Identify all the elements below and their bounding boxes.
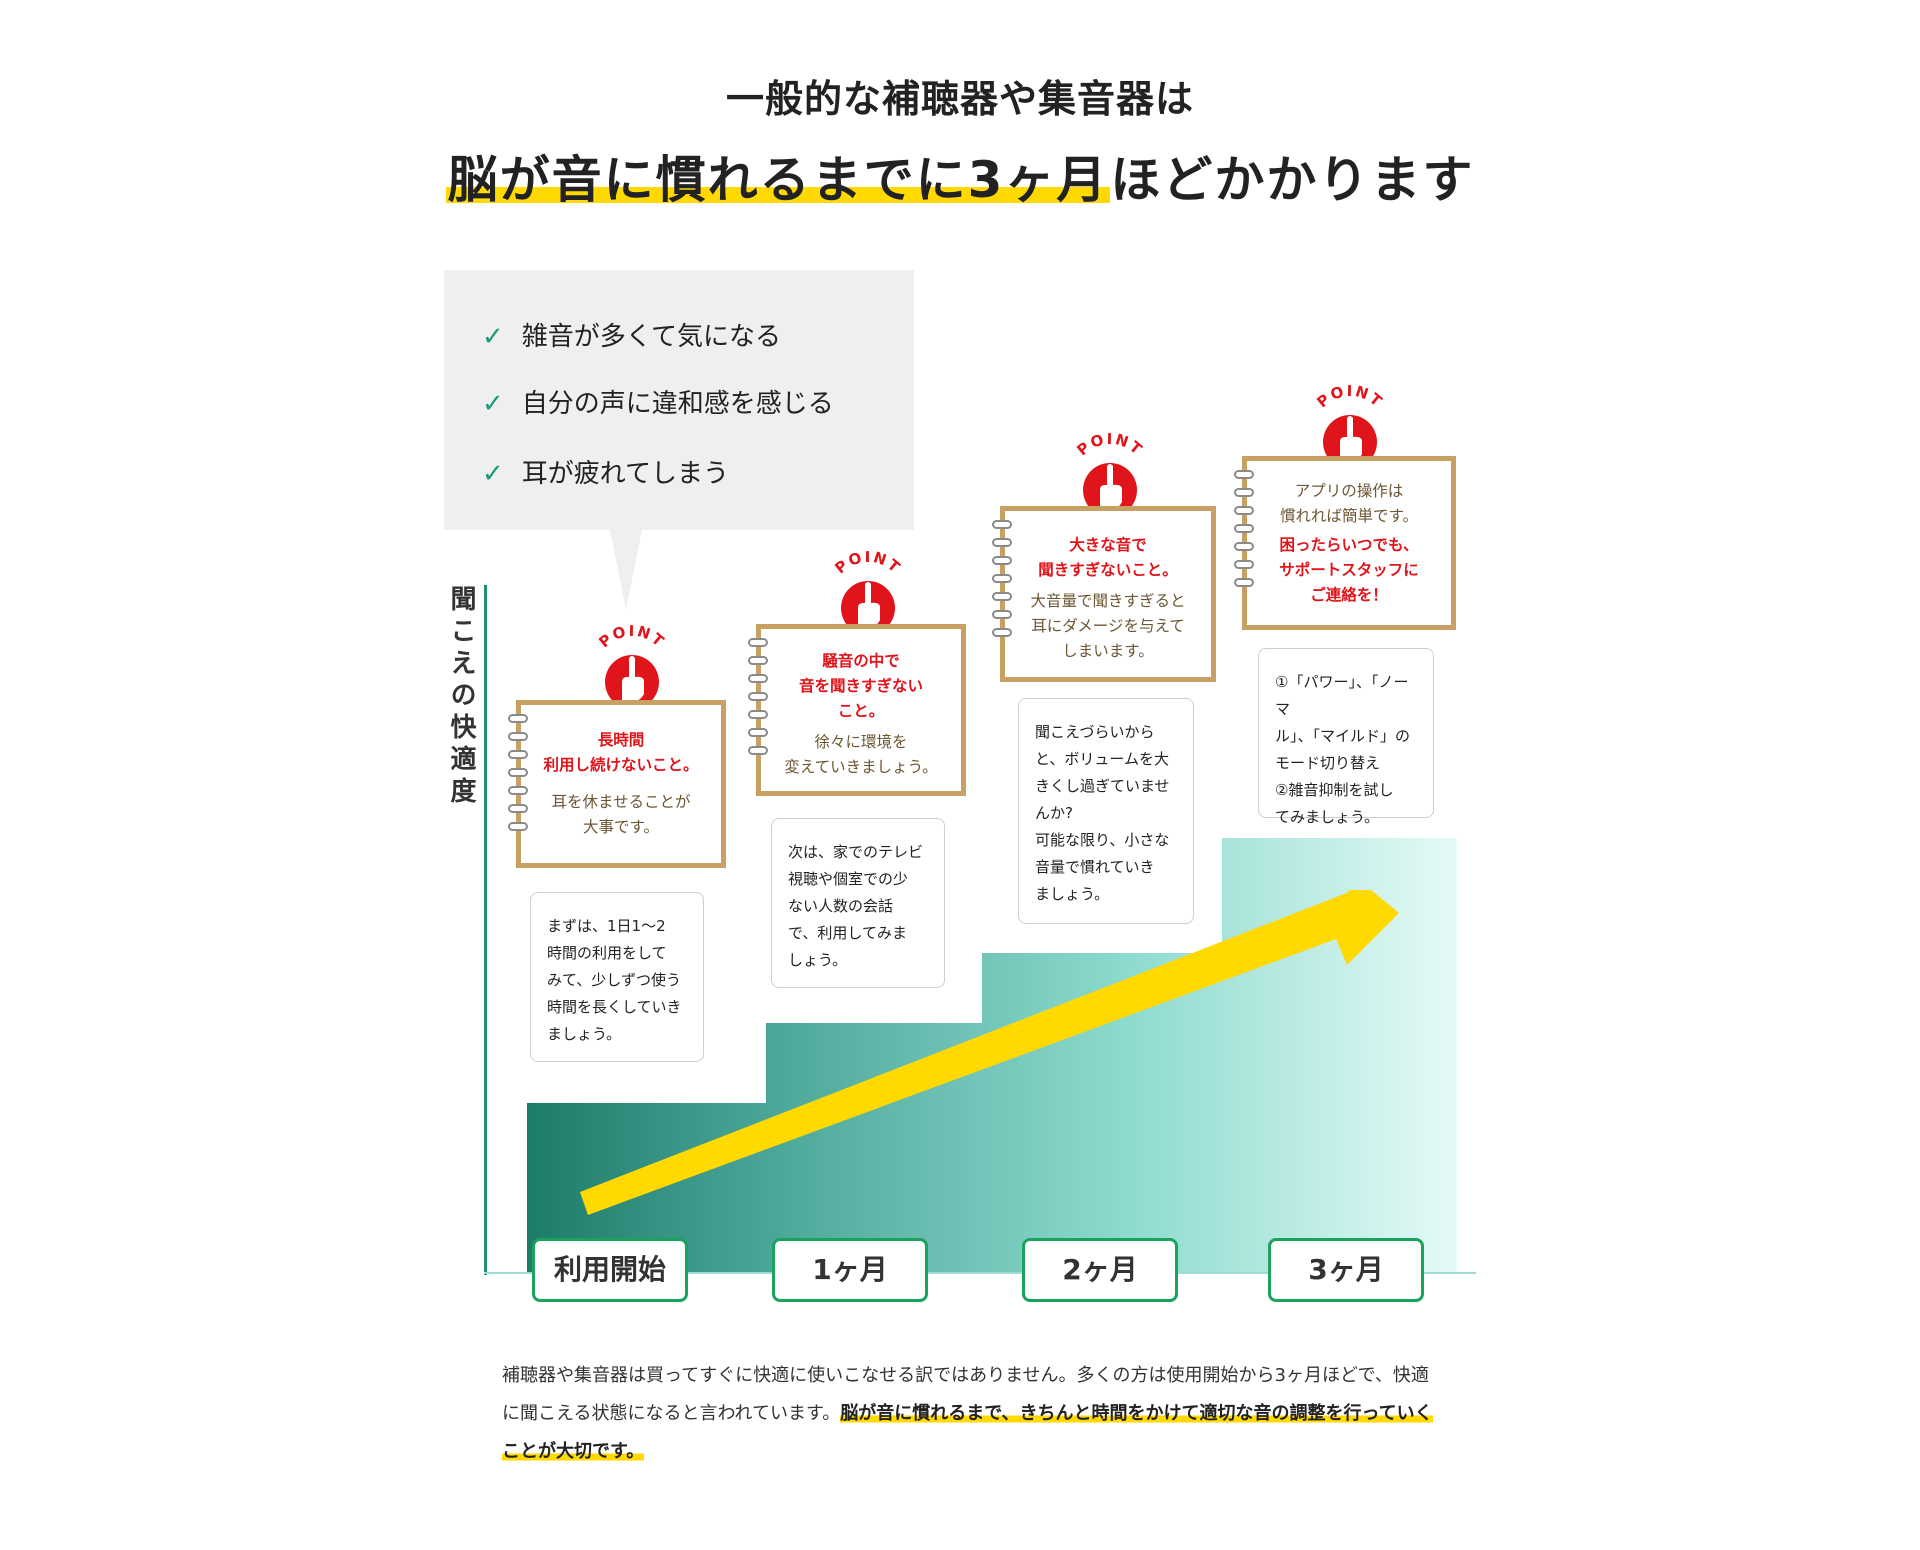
progress-arrow	[580, 890, 1399, 1215]
note-rings	[748, 638, 770, 764]
svg-text:POINT: POINT	[831, 548, 904, 577]
point-note-1: 長時間 利用し続けないこと。 耳を休ませることが 大事です。	[516, 700, 726, 868]
symptom-item: ✓耳が疲れてしまう	[482, 459, 730, 489]
heading-line1: 一般的な補聴器や集音器は	[725, 77, 1194, 121]
month-label-2: 2ヶ月	[1022, 1238, 1178, 1302]
step-info-3: 聞こえづらいからと、ボリュームを大きくし過ぎていませんか?可能な限り、小さな音量…	[1018, 698, 1194, 924]
month-label-start: 利用開始	[532, 1238, 688, 1302]
heading-rest: ほどかかります	[1110, 151, 1475, 209]
point-badge-icon: POINT	[1313, 382, 1386, 469]
step-info-2: 次は、家でのテレビ視聴や個室での少ない人数の会話で、利用してみましょう。	[771, 818, 945, 988]
note-rings	[1234, 470, 1256, 596]
symptom-item: ✓雑音が多くて気になる	[482, 322, 782, 352]
symptom-bubble	[444, 270, 914, 530]
x-axis	[484, 1272, 1476, 1274]
summary-text: 補聴器や集音器は買ってすぐに快適に使いこなせる訳ではありません。多くの方は使用開…	[502, 1365, 1429, 1424]
check-icon: ✓	[482, 389, 504, 419]
svg-text:POINT: POINT	[1313, 382, 1386, 411]
point-note-2: 騒音の中で 音を聞きすぎない こと。 徐々に環境を 変えていきましょう。	[756, 624, 966, 796]
y-axis	[484, 585, 487, 1275]
svg-text:POINT: POINT	[595, 622, 668, 651]
month-label-1: 1ヶ月	[772, 1238, 928, 1302]
symptom-item: ✓自分の声に違和感を感じる	[482, 389, 834, 419]
heading-line2: 脳が音に慣れるまでに3ヶ月ほどかかります	[0, 140, 1920, 212]
heading-highlight: 脳が音に慣れるまでに3ヶ月	[445, 151, 1111, 209]
point-badge-icon: POINT	[1073, 430, 1146, 517]
point-badge-icon: POINT	[595, 622, 668, 709]
summary-paragraph: 補聴器や集音器は買ってすぐに快適に使いこなせる訳ではありません。多くの方は使用開…	[502, 1357, 1442, 1471]
check-icon: ✓	[482, 459, 504, 489]
y-axis-label: 聞こえの快適度	[446, 585, 476, 809]
note-rings	[992, 520, 1014, 646]
month-label-3: 3ヶ月	[1268, 1238, 1424, 1302]
svg-text:POINT: POINT	[1073, 430, 1146, 459]
bubble-tail	[610, 530, 642, 610]
point-badge-icon: POINT	[831, 548, 904, 635]
note-rings	[508, 714, 530, 840]
check-icon: ✓	[482, 322, 504, 352]
point-note-4: アプリの操作は 慣れれば簡単です。 困ったらいつでも、 サポートスタッフに ご連…	[1242, 456, 1456, 630]
point-note-3: 大きな音で 聞きすぎないこと。 大音量で聞きすぎると 耳にダメージを与えて しま…	[1000, 506, 1216, 682]
